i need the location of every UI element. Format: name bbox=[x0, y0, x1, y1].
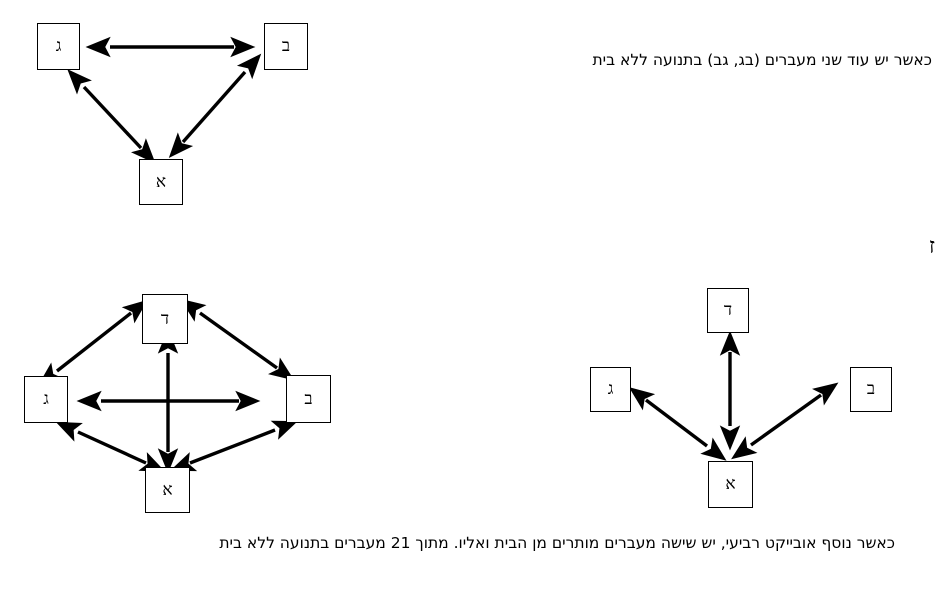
arrow-alef-gimel bbox=[628, 387, 727, 461]
diagram-2-node-alef[interactable]: א bbox=[145, 467, 190, 513]
stray-glyph-right-edge: ז bbox=[928, 234, 935, 259]
diagram-3-node-dalet[interactable]: ד bbox=[707, 288, 749, 333]
node-label: ד bbox=[160, 308, 170, 329]
arrow-gimel-alef bbox=[67, 69, 156, 164]
node-label: ג bbox=[43, 389, 49, 409]
node-label: א bbox=[725, 474, 736, 494]
diagram-2-node-dalet[interactable]: ד bbox=[142, 294, 188, 344]
diagram-2-node-bet[interactable]: ב bbox=[286, 375, 331, 423]
diagram-1-arrows bbox=[67, 36, 262, 164]
arrow-gimel-alef bbox=[55, 421, 166, 472]
node-label: ג bbox=[55, 36, 62, 56]
diagram-1-node-alef[interactable]: א bbox=[139, 159, 183, 205]
diagram-3-node-alef[interactable]: א bbox=[708, 461, 753, 508]
caption-top-right: כאשר יש עוד שני מעברים (בג, גב) בתנועה ל… bbox=[592, 51, 932, 69]
diagram-3-node-gimel[interactable]: ג bbox=[590, 367, 631, 412]
arrow-bet-alef bbox=[170, 420, 298, 472]
node-label: ב bbox=[281, 36, 291, 56]
diagram-1-node-gimel[interactable]: ג bbox=[37, 23, 80, 70]
arrow-alef-bet bbox=[731, 382, 839, 460]
arrow-dalet-bet bbox=[180, 298, 295, 381]
node-label: ג bbox=[607, 379, 614, 399]
node-label: א bbox=[155, 171, 167, 192]
node-label: א bbox=[162, 479, 173, 500]
diagram-2-node-gimel[interactable]: ג bbox=[24, 376, 68, 423]
node-label: ד bbox=[723, 300, 733, 320]
caption-bottom: כאשר נוסף אובייקט רביעי, יש שישה מעברים … bbox=[219, 534, 895, 552]
diagram-3-arrows bbox=[628, 330, 839, 461]
arrow-gimel-dalet bbox=[37, 299, 148, 387]
diagram-3-node-bet[interactable]: ב bbox=[850, 367, 892, 412]
diagram-1-node-bet[interactable]: ב bbox=[264, 23, 308, 70]
node-label: ב bbox=[866, 379, 876, 399]
arrow-bet-alef bbox=[168, 53, 262, 159]
node-label: ב bbox=[304, 388, 313, 409]
